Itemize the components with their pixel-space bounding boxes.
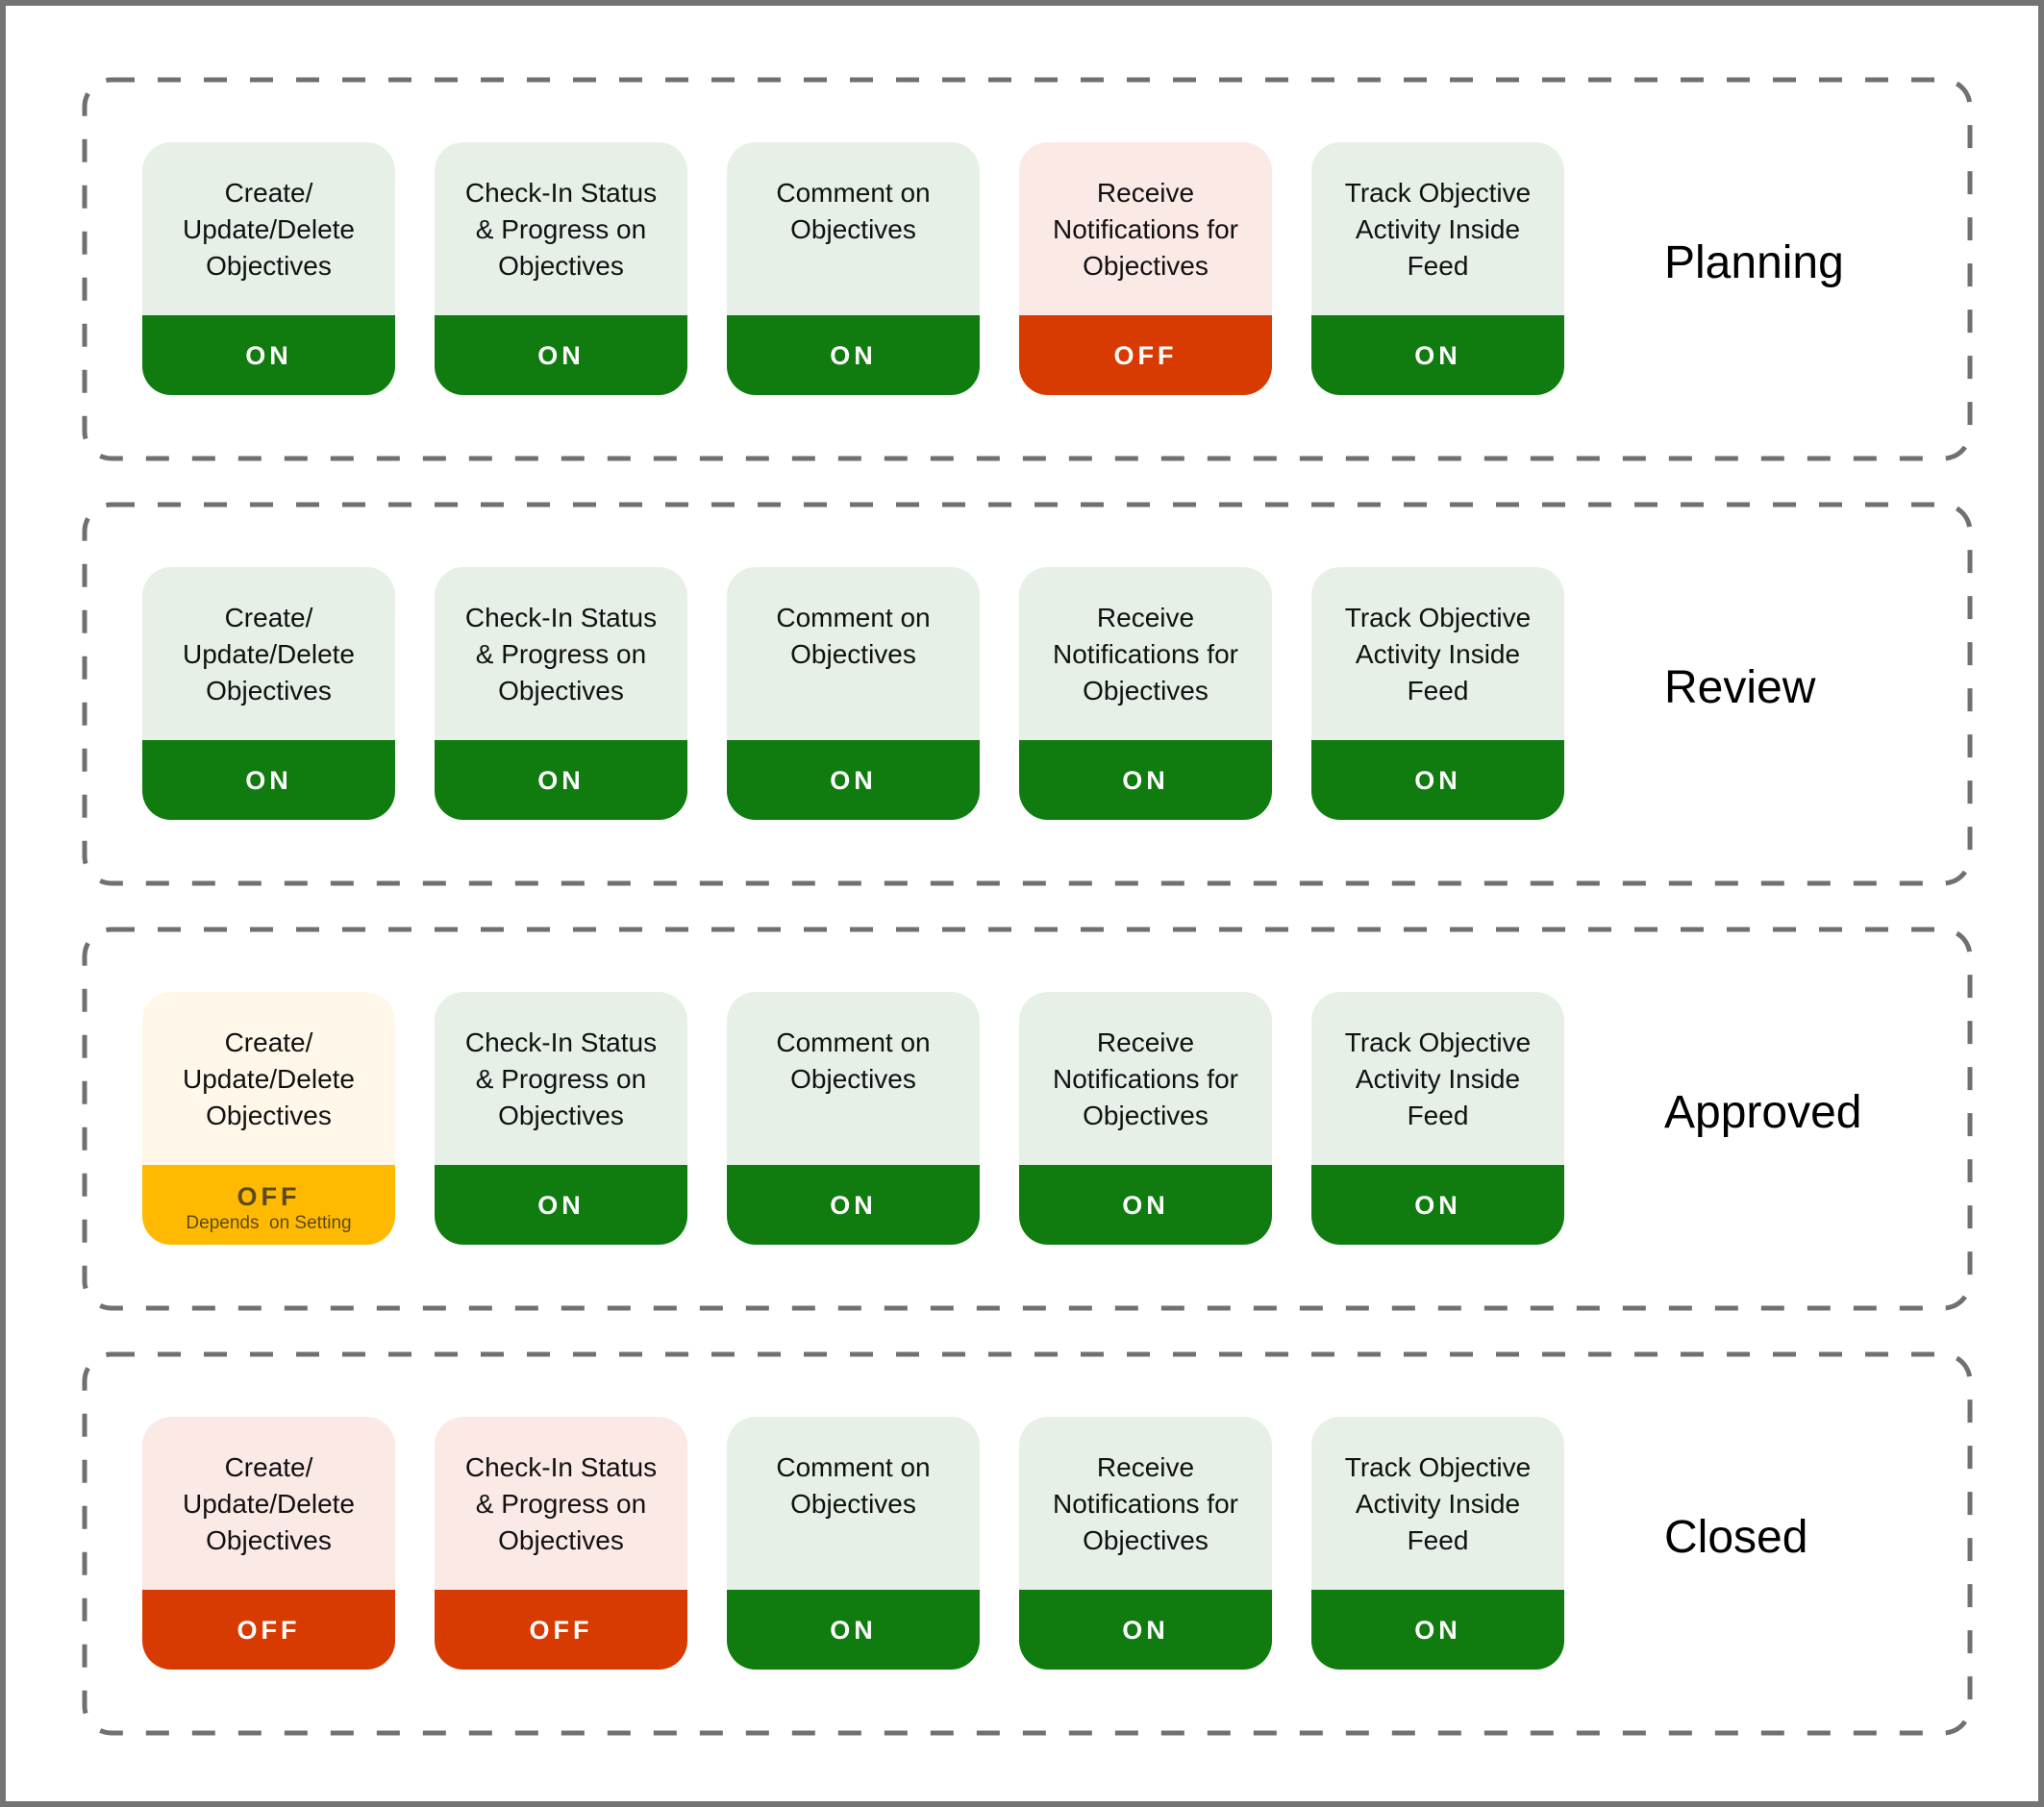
tile-title: Comment on Objectives xyxy=(776,603,931,669)
tile-title: Check-In Status & Progress on Objectives xyxy=(464,1027,658,1130)
tile-title: Create/ Update/Delete Objectives xyxy=(182,603,355,705)
tile-check-in-status: Check-In Status & Progress on Objectives… xyxy=(435,142,687,395)
status-text: ON xyxy=(830,765,877,795)
status-badge: OFF xyxy=(435,1590,687,1670)
tile-title: Track Objective Activity Inside Feed xyxy=(1344,1452,1532,1555)
tile-comment: Comment on Objectives ON xyxy=(727,567,980,820)
dashed-border xyxy=(82,1351,1973,1736)
status-badge: ON xyxy=(435,1165,687,1245)
status-badge: ON xyxy=(142,315,395,395)
stage-planning: Create/ Update/Delete Objectives ON Chec… xyxy=(82,77,1973,461)
tile-title: Create/ Update/Delete Objectives xyxy=(182,178,355,281)
tile-notifications: Receive Notifications for Objectives ON xyxy=(1019,567,1272,820)
status-text: ON xyxy=(245,340,292,370)
tile-title: Comment on Objectives xyxy=(776,178,931,244)
status-text: ON xyxy=(830,1615,877,1645)
status-badge: ON xyxy=(727,740,980,820)
dashed-border xyxy=(82,927,1973,1311)
dashed-border xyxy=(82,502,1973,886)
status-text: OFF xyxy=(237,1615,301,1645)
status-text: ON xyxy=(537,340,585,370)
tile-track-activity: Track Objective Activity Inside Feed ON xyxy=(1311,1417,1564,1670)
status-text: ON xyxy=(830,1190,877,1220)
tile-check-in-status: Check-In Status & Progress on Objectives… xyxy=(435,992,687,1245)
tile-title: Check-In Status & Progress on Objectives xyxy=(464,178,658,281)
tile-check-in-status: Check-In Status & Progress on Objectives… xyxy=(435,567,687,820)
tile-title: Track Objective Activity Inside Feed xyxy=(1344,603,1532,705)
status-badge: ON xyxy=(142,740,395,820)
status-badge: ON xyxy=(1019,1165,1272,1245)
tile-title: Receive Notifications for Objectives xyxy=(1053,603,1238,705)
tile-create-update-delete: Create/ Update/Delete Objectives OFF xyxy=(142,1417,395,1670)
tile-create-update-delete: Create/ Update/Delete Objectives ON xyxy=(142,567,395,820)
status-badge: OFF xyxy=(1019,315,1272,395)
dashed-border xyxy=(82,77,1973,461)
tile-track-activity: Track Objective Activity Inside Feed ON xyxy=(1311,142,1564,395)
status-text: OFF xyxy=(237,1181,301,1211)
tile-title: Receive Notifications for Objectives xyxy=(1053,1452,1238,1555)
stage-label: Planning xyxy=(1664,237,1844,288)
tile-track-activity: Track Objective Activity Inside Feed ON xyxy=(1311,992,1564,1245)
tile-notifications: Receive Notifications for Objectives ON xyxy=(1019,992,1272,1245)
tile-title: Receive Notifications for Objectives xyxy=(1053,1027,1238,1130)
status-text: ON xyxy=(1414,765,1461,795)
tile-title: Create/ Update/Delete Objectives xyxy=(182,1452,355,1555)
status-text: ON xyxy=(1414,1615,1461,1645)
tile-title: Comment on Objectives xyxy=(776,1027,931,1094)
status-text: ON xyxy=(1414,1190,1461,1220)
stage-approved: Create/ Update/Delete Objectives OFF Dep… xyxy=(82,927,1973,1311)
status-badge: ON xyxy=(435,315,687,395)
status-badge: ON xyxy=(727,315,980,395)
tile-title: Receive Notifications for Objectives xyxy=(1053,178,1238,281)
status-text: OFF xyxy=(1113,340,1178,370)
status-text: ON xyxy=(830,340,877,370)
stage-closed: Create/ Update/Delete Objectives OFF Che… xyxy=(82,1351,1973,1736)
status-text: ON xyxy=(1122,1190,1169,1220)
status-badge: ON xyxy=(1019,740,1272,820)
status-badge: ON xyxy=(1311,740,1564,820)
status-text: ON xyxy=(537,1190,585,1220)
status-text: OFF xyxy=(529,1615,593,1645)
status-badge: ON xyxy=(1311,1590,1564,1670)
tile-create-update-delete: Create/ Update/Delete Objectives OFF Dep… xyxy=(142,992,395,1245)
status-text: ON xyxy=(1122,765,1169,795)
status-text: ON xyxy=(245,765,292,795)
status-text: ON xyxy=(1414,340,1461,370)
tile-title: Check-In Status & Progress on Objectives xyxy=(464,603,658,705)
tile-title: Create/ Update/Delete Objectives xyxy=(182,1027,355,1130)
tile-create-update-delete: Create/ Update/Delete Objectives ON xyxy=(142,142,395,395)
tile-comment: Comment on Objectives ON xyxy=(727,1417,980,1670)
status-badge: ON xyxy=(1019,1590,1272,1670)
tile-title: Track Objective Activity Inside Feed xyxy=(1344,178,1532,281)
tile-title: Check-In Status & Progress on Objectives xyxy=(464,1452,658,1555)
status-note: Depends on Setting xyxy=(186,1212,352,1233)
tile-check-in-status: Check-In Status & Progress on Objectives… xyxy=(435,1417,687,1670)
tile-notifications: Receive Notifications for Objectives ON xyxy=(1019,1417,1272,1670)
stage-label: Closed xyxy=(1664,1512,1808,1563)
status-badge: ON xyxy=(727,1590,980,1670)
status-badge: ON xyxy=(1311,315,1564,395)
status-text: ON xyxy=(537,765,585,795)
status-text: ON xyxy=(1122,1615,1169,1645)
status-badge: ON xyxy=(1311,1165,1564,1245)
tile-comment: Comment on Objectives ON xyxy=(727,992,980,1245)
tile-comment: Comment on Objectives ON xyxy=(727,142,980,395)
status-badge: OFF xyxy=(142,1590,395,1670)
status-badge: ON xyxy=(435,740,687,820)
tile-track-activity: Track Objective Activity Inside Feed ON xyxy=(1311,567,1564,820)
tile-notifications: Receive Notifications for Objectives OFF xyxy=(1019,142,1272,395)
tile-title: Comment on Objectives xyxy=(776,1452,931,1519)
stage-review: Create/ Update/Delete Objectives ON Chec… xyxy=(82,502,1973,886)
status-badge: OFF Depends on Setting xyxy=(142,1165,395,1245)
stage-label: Approved xyxy=(1664,1087,1862,1138)
status-badge: ON xyxy=(727,1165,980,1245)
stage-label: Review xyxy=(1664,662,1816,713)
tile-title: Track Objective Activity Inside Feed xyxy=(1344,1027,1532,1130)
